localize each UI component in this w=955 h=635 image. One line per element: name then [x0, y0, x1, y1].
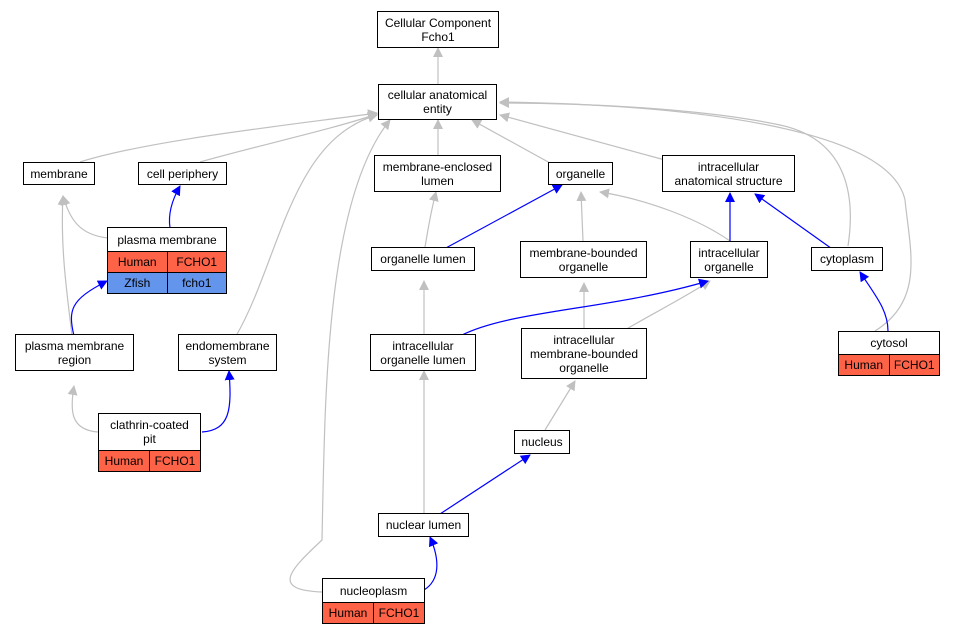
node-membrane[interactable]: membrane	[23, 162, 95, 185]
edge-ol-organelle	[443, 184, 563, 250]
edge-nucleoplasm-nuclearlumen	[423, 536, 439, 591]
node-label: cytosol	[870, 336, 908, 350]
edge-ccp-pmr	[67, 385, 99, 433]
node-label: clathrin-coated pit	[110, 418, 189, 446]
edge-pmr-pm	[70, 280, 108, 337]
edge-pm-membrane	[60, 195, 109, 239]
edge-pm-cellperiphery	[168, 185, 181, 229]
annotation-row-human: Human FCHO1	[323, 602, 424, 623]
annotation-row-human: Human FCHO1	[99, 450, 200, 471]
edge-pmr-membrane	[57, 195, 73, 337]
annotation-species: Human	[117, 255, 157, 269]
annotation-gene: fcho1	[166, 273, 227, 293]
node-endomembrane-system[interactable]: endomembrane system	[178, 334, 277, 371]
node-label: nucleoplasm	[339, 583, 408, 598]
node-intracellular-membrane-bounded-organelle[interactable]: intracellular membrane-bounded organelle	[521, 328, 647, 379]
node-clathrin-coated-pit[interactable]: clathrin-coated pit Human FCHO1	[98, 413, 201, 472]
annotation-gene: FCHO1	[373, 603, 424, 623]
annotation-gene: FCHO1	[888, 355, 940, 375]
edge-cytosol-cae	[499, 97, 912, 332]
node-cellular-component-fcho1[interactable]: Cellular Component Fcho1	[377, 11, 499, 48]
edge-intraorg-organelle	[599, 188, 731, 242]
edge-imbo-intraorg	[624, 280, 711, 331]
annotation-species: Human	[844, 358, 884, 372]
node-cytosol[interactable]: cytosol Human FCHO1	[838, 331, 940, 376]
annotation-row-human: Human FCHO1	[108, 251, 226, 272]
edge-mbo-organelle	[576, 191, 587, 242]
edge-organelle-cae	[471, 119, 551, 164]
node-cell-periphery[interactable]: cell periphery	[138, 162, 227, 185]
edge-ol-mel	[424, 191, 439, 248]
node-nucleoplasm[interactable]: nucleoplasm Human FCHO1	[322, 578, 425, 624]
node-nuclear-lumen[interactable]: nuclear lumen	[378, 513, 469, 537]
annotation-species: Human	[104, 454, 144, 468]
annotation-species: Human	[328, 606, 368, 620]
node-organelle-lumen[interactable]: organelle lumen	[371, 247, 475, 271]
edge-ccp-endomembrane	[201, 370, 235, 433]
node-label: plasma membrane	[117, 232, 217, 247]
edge-ias-cae	[499, 112, 666, 161]
node-organelle[interactable]: organelle	[548, 162, 613, 185]
edge-endomembrane-cae	[235, 112, 378, 337]
annotation-species: Zfish	[124, 276, 151, 290]
node-plasma-membrane[interactable]: plasma membrane Human FCHO1 Zfish fcho1	[107, 227, 227, 294]
node-nucleus[interactable]: nucleus	[514, 430, 570, 454]
edge-nucleoplasm-cae	[289, 119, 391, 593]
edge-cytosol-cytoplasm	[859, 271, 889, 332]
annotation-gene: FCHO1	[166, 252, 227, 272]
annotation-row-zfish: Zfish fcho1	[108, 272, 226, 293]
node-plasma-membrane-region[interactable]: plasma membrane region	[15, 334, 134, 371]
edge-membrane-cae	[79, 109, 378, 163]
annotation-row-human: Human FCHO1	[839, 354, 939, 375]
node-membrane-enclosed-lumen[interactable]: membrane-enclosed lumen	[374, 155, 501, 192]
edge-nuclearlumen-nucleus	[439, 454, 531, 515]
edge-cytoplasm-ias	[754, 193, 836, 252]
node-intracellular-organelle-lumen[interactable]: intracellular organelle lumen	[370, 334, 476, 371]
node-cellular-anatomical-entity[interactable]: cellular anatomical entity	[378, 84, 497, 120]
node-cytoplasm[interactable]: cytoplasm	[811, 247, 883, 271]
node-intracellular-anatomical-structure[interactable]: intracellular anatomical structure	[662, 155, 795, 192]
edge-cellperiphery-cae	[199, 112, 378, 163]
node-membrane-bounded-organelle[interactable]: membrane-bounded organelle	[520, 241, 647, 278]
annotation-gene: FCHO1	[149, 451, 200, 471]
node-intracellular-organelle[interactable]: intracellular organelle	[690, 241, 768, 278]
edge-nucleus-imbo	[544, 380, 576, 431]
edge-iol-intraorg	[459, 278, 709, 337]
